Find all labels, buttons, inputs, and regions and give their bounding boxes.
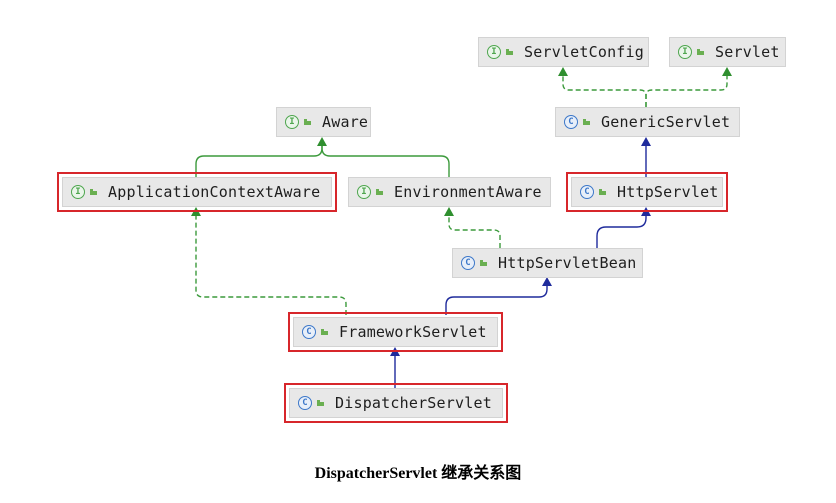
node-servlet[interactable]: I Servlet: [669, 37, 786, 67]
node-label: ApplicationContextAware: [108, 183, 321, 201]
public-modifier-icon: [583, 118, 590, 126]
interface-icon: I: [487, 45, 501, 59]
public-modifier-icon: [321, 328, 328, 336]
class-icon: C: [298, 396, 312, 410]
arrowhead-servlet: [722, 67, 732, 76]
node-httpservlet[interactable]: C HttpServlet: [566, 172, 728, 212]
edge-genericservlet-servletconfig: [562, 74, 647, 107]
edge-environmentaware-aware: [321, 144, 450, 177]
class-icon: C: [564, 115, 578, 129]
node-frameworkservlet[interactable]: C FrameworkServlet: [288, 312, 503, 352]
node-label: GenericServlet: [601, 113, 731, 131]
node-label: HttpServletBean: [498, 254, 637, 272]
interface-icon: I: [285, 115, 299, 129]
node-label: ServletConfig: [524, 43, 644, 61]
node-label: HttpServlet: [617, 183, 719, 201]
node-applicationcontextaware[interactable]: I ApplicationContextAware: [57, 172, 337, 212]
public-modifier-icon: [506, 48, 513, 56]
interface-icon: I: [357, 185, 371, 199]
edge-frameworkservlet-applicationcontextaware: [195, 213, 347, 315]
class-icon: C: [302, 325, 316, 339]
node-label: DispatcherServlet: [335, 394, 492, 412]
class-icon: C: [461, 256, 475, 270]
arrowhead-frameworkservlet: [390, 347, 400, 356]
node-aware[interactable]: I Aware: [276, 107, 371, 137]
edge-httpservletbean-httpservlet: [596, 213, 647, 248]
node-httpservletbean[interactable]: C HttpServletBean: [452, 248, 643, 278]
interface-icon: I: [71, 185, 85, 199]
arrowhead-aware: [317, 137, 327, 146]
public-modifier-icon: [304, 118, 311, 126]
interface-icon: I: [678, 45, 692, 59]
arrowhead-httpservletbean: [542, 277, 552, 286]
node-label: EnvironmentAware: [394, 183, 542, 201]
arrowhead-servletconfig: [558, 67, 568, 76]
node-servletconfig[interactable]: I ServletConfig: [478, 37, 649, 67]
node-environmentaware[interactable]: I EnvironmentAware: [348, 177, 551, 207]
diagram-caption: DispatcherServlet 继承关系图: [314, 465, 522, 482]
public-modifier-icon: [376, 188, 383, 196]
node-dispatcherservlet[interactable]: C DispatcherServlet: [284, 383, 508, 423]
node-label: Servlet: [715, 43, 780, 61]
public-modifier-icon: [480, 259, 487, 267]
node-genericservlet[interactable]: C GenericServlet: [555, 107, 740, 137]
public-modifier-icon: [697, 48, 704, 56]
arrowhead-genericservlet: [641, 137, 651, 146]
edge-genericservlet-servlet: [645, 74, 728, 107]
arrowhead-environmentaware: [444, 207, 454, 216]
edge-httpservletbean-environmentaware: [448, 213, 501, 248]
class-icon: C: [580, 185, 594, 199]
arrowhead-httpservlet: [641, 207, 651, 216]
node-label: FrameworkServlet: [339, 323, 487, 341]
arrowhead-applicationcontextaware: [191, 207, 201, 216]
public-modifier-icon: [317, 399, 324, 407]
public-modifier-icon: [90, 188, 97, 196]
edge-applicationcontextaware-aware: [195, 144, 323, 177]
edge-frameworkservlet-httpservletbean: [445, 283, 548, 315]
node-label: Aware: [322, 113, 369, 131]
public-modifier-icon: [599, 188, 606, 196]
